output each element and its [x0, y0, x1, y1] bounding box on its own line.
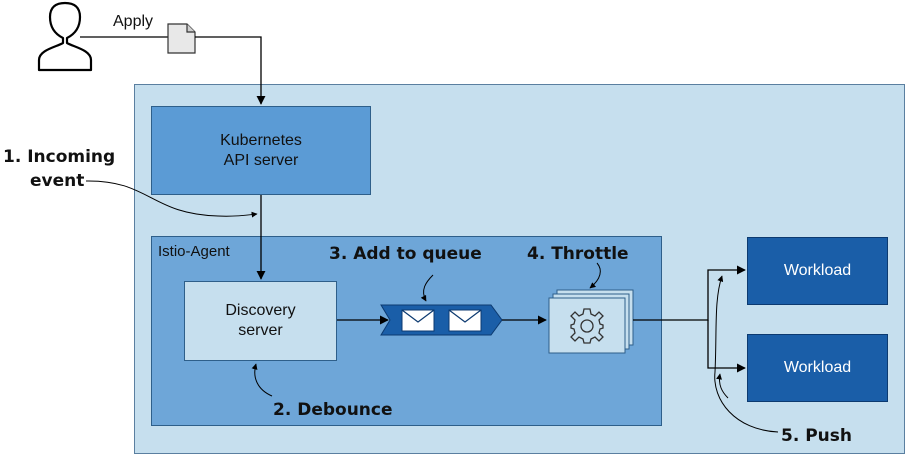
gear-icon [570, 308, 604, 344]
push-callout-lower [716, 373, 729, 399]
istio-agent-label: Istio-Agent [158, 243, 230, 260]
apply-arrow [195, 36, 266, 105]
discovery-server-box: Discovery server [184, 281, 337, 361]
api-server-line2: API server [223, 151, 299, 169]
discovery-line1: Discovery [225, 302, 296, 319]
kubernetes-api-server-box: Kubernetes API server [151, 106, 371, 195]
api-server-line1: Kubernetes [220, 131, 302, 149]
envelope-icon [448, 309, 482, 332]
discovery-line2: server [238, 322, 283, 339]
workload-box-1: Workload [747, 237, 888, 305]
queue-callout [420, 274, 434, 302]
step-throttle: 4. Throttle [527, 244, 629, 264]
person-silhouette-icon [37, 1, 93, 72]
document-icon [167, 23, 196, 54]
push-callout-upper [714, 275, 779, 433]
queue-shape [380, 304, 503, 336]
step-incoming-line1: 1. Incoming [3, 147, 116, 167]
push-arrow-2 [707, 320, 746, 373]
step-debounce: 2. Debounce [273, 400, 393, 420]
incoming-callout [85, 180, 258, 218]
step-push: 5. Push [781, 426, 852, 446]
workload-box-2: Workload [747, 334, 888, 402]
workload-label-1: Workload [783, 262, 852, 279]
step-incoming-line2: event [30, 171, 85, 191]
push-arrow-1 [633, 265, 746, 321]
envelope-icon [401, 309, 435, 332]
throttle-callout [589, 262, 601, 289]
step-add-to-queue: 3. Add to queue [329, 244, 482, 264]
workload-label-2: Workload [783, 359, 852, 376]
apply-label: Apply [113, 13, 154, 30]
debounce-callout [251, 363, 273, 397]
